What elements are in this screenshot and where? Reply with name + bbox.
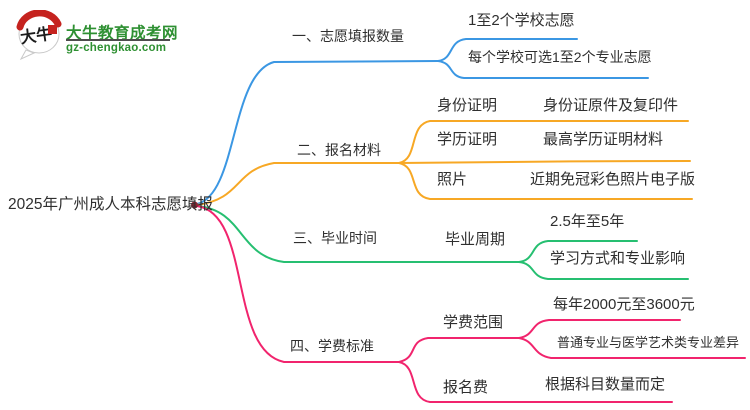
branch4-node1-fork-bottom-curve [518,337,746,359]
svg-text:大牛: 大牛 [19,24,53,47]
root-node-label: 2025年广州成人本科志愿填报 [8,196,213,213]
branch4-registration-fee-label: 报名费 [443,379,489,396]
branch2-education-detail: 最高学历证明材料 [543,131,664,148]
branch1-leaf-major-count: 每个学校可选1至2个专业志愿 [468,49,652,65]
branch4-leaf-fee-basis: 根据科目数量而定 [545,376,666,393]
branch3-leaf-factors: 学习方式和专业影响 [550,250,686,267]
branch4-leaf-tuition-amount: 每年2000元至3600元 [553,296,695,313]
site-logo: 大牛 大牛教育成考网 gz-chengkao.com [16,10,186,60]
branch2-education-label: 学历证明 [437,131,498,148]
branch4-main-curve [196,205,400,363]
branch4-leaf-tuition-difference: 普通专业与医学艺术类专业差异 [557,335,740,350]
branch2-row3-curve [398,162,693,200]
branch3-leaf-duration: 2.5年至5年 [550,213,625,230]
branch1-title: 一、志愿填报数量 [292,28,404,44]
branch3-cycle-label: 毕业周期 [445,231,506,248]
branch1-main-curve [196,60,439,205]
branch4-title: 四、学费标准 [290,338,374,354]
branch3-title: 三、毕业时间 [293,230,377,246]
branch1-fork-bottom-curve [437,60,649,79]
logo-domain: gz-chengkao.com [66,42,167,54]
branch4-node2-curve [398,361,673,403]
logo-brand-name: 大牛教育成考网 [66,25,179,42]
branch2-identity-label: 身份证明 [437,97,498,114]
branch1-leaf-school-count: 1至2个学校志愿 [468,12,575,29]
branch2-title: 二、报名材料 [297,142,381,158]
branch4-tuition-range-label: 学费范围 [443,314,504,331]
branch2-photo-label: 照片 [437,171,468,188]
branch3-fork-top-curve [518,240,638,263]
root-junction-dot [191,201,198,209]
branch4-node1-fork-top-curve [518,319,681,339]
logo-bubble-icon: 大牛 [16,10,62,60]
branch1-fork-top-curve [437,38,578,62]
branch2-main-curve [196,162,400,206]
branch2-identity-detail: 身份证原件及复印件 [543,97,679,114]
branch3-fork-bottom-curve [518,261,689,280]
branch4-node1-curve [398,337,520,363]
branch2-row2-curve [398,160,691,164]
branch2-photo-detail: 近期免冠彩色照片电子版 [530,171,696,188]
branch3-main-curve [196,205,520,263]
logo-divider [66,39,170,41]
branch2-row1-curve [398,120,689,164]
